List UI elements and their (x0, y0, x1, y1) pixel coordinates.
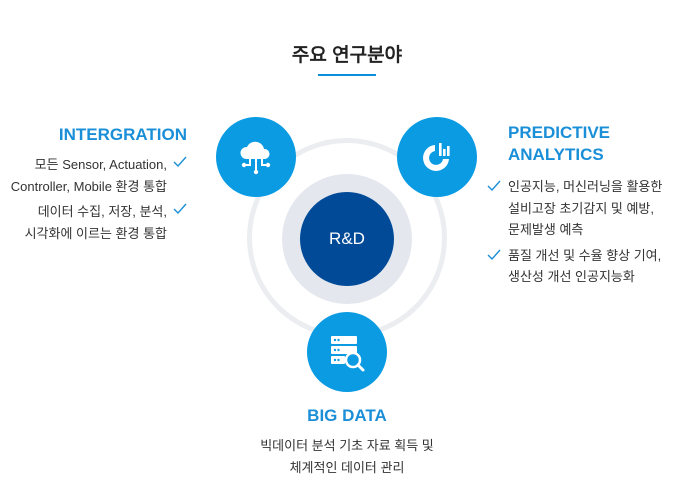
item-text: 설비고장 초기감지 및 예방, (508, 200, 655, 216)
item-text: 인공지능, 머신러닝을 활용한 (508, 179, 663, 194)
integration-section: INTERGRATION 모든 Sensor, Actuation, Contr… (0, 124, 187, 244)
item-text: 시각화에 이르는 환경 통합 (24, 225, 167, 241)
item-text: 생산성 개선 인공지능화 (508, 269, 635, 284)
item-text: Controller, Mobile 환경 통합 (10, 178, 167, 194)
check-icon (487, 180, 501, 192)
big-data-section: BIG DATA 빅데이터 분석 기초 자료 획득 및 체계적인 데이터 관리 (0, 405, 694, 478)
title-underline (318, 74, 376, 76)
predictive-analytics-section: PREDICTIVE ANALYTICS 인공지능, 머신러닝을 활용한 설비고… (485, 122, 694, 288)
check-icon (487, 249, 501, 260)
integration-heading: INTERGRATION (58, 125, 187, 144)
list-item: 인공지능, 머신러닝을 활용한 설비고장 초기감지 및 예방, 문제발생 예측 (485, 176, 694, 241)
item-text: 품질 개선 및 수율 향상 기여, (508, 247, 662, 263)
predictive-heading: ANALYTICS (508, 145, 604, 164)
item-text: 문제발생 예측 (508, 222, 584, 237)
check-icon (173, 203, 187, 215)
list-item: 데이터 수집, 저장, 분석, 시각화에 이르는 환경 통합 (0, 201, 187, 244)
list-item: 품질 개선 및 수율 향상 기여, 생산성 개선 인공지능화 (485, 245, 694, 288)
core-label: R&D (329, 229, 365, 248)
analytics-chart-icon (397, 117, 477, 197)
big-data-heading: BIG DATA (307, 406, 387, 425)
item-text: 체계적인 데이터 관리 (289, 459, 405, 475)
check-icon (173, 156, 187, 168)
predictive-heading: PREDICTIVE (508, 123, 611, 142)
cloud-network-icon (216, 117, 296, 197)
item-text: 빅데이터 분석 기초 자료 획득 및 (260, 438, 434, 453)
database-search-icon (307, 312, 387, 392)
list-item: 모든 Sensor, Actuation, Controller, Mobile… (0, 154, 187, 197)
item-text: 데이터 수집, 저장, 분석, (37, 204, 167, 219)
page-title: 주요 연구분야 (291, 45, 403, 66)
rd-core-circle: R&D (300, 192, 394, 286)
item-text: 모든 Sensor, Actuation, (34, 157, 167, 172)
